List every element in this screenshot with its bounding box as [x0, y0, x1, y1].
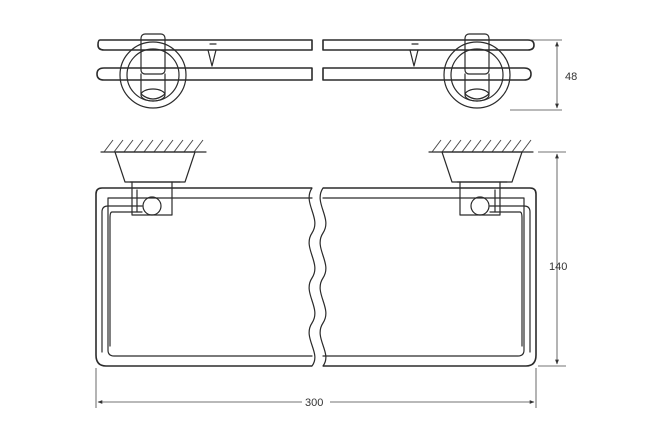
shelf-left-half: [95, 187, 313, 367]
side-view: 140 300: [95, 139, 567, 409]
top-view-right-piece: [322, 33, 535, 109]
break-lines: [308, 187, 327, 367]
left-wall-bracket: [119, 33, 187, 109]
dimension-140: 140: [538, 151, 567, 367]
wall-hatch-left: [100, 139, 207, 153]
right-wall-bracket: [443, 33, 511, 109]
dimension-300-label: 300: [305, 397, 323, 409]
wall-hatch-right: [428, 139, 534, 153]
shelf-right-half: [322, 187, 537, 367]
dimension-300: 300: [95, 368, 537, 409]
dimension-48: 48: [510, 39, 577, 111]
top-view: 48: [96, 33, 577, 111]
dimension-140-label: 140: [549, 261, 567, 273]
top-view-left-piece: [96, 33, 313, 109]
dimension-48-label: 48: [565, 71, 577, 83]
